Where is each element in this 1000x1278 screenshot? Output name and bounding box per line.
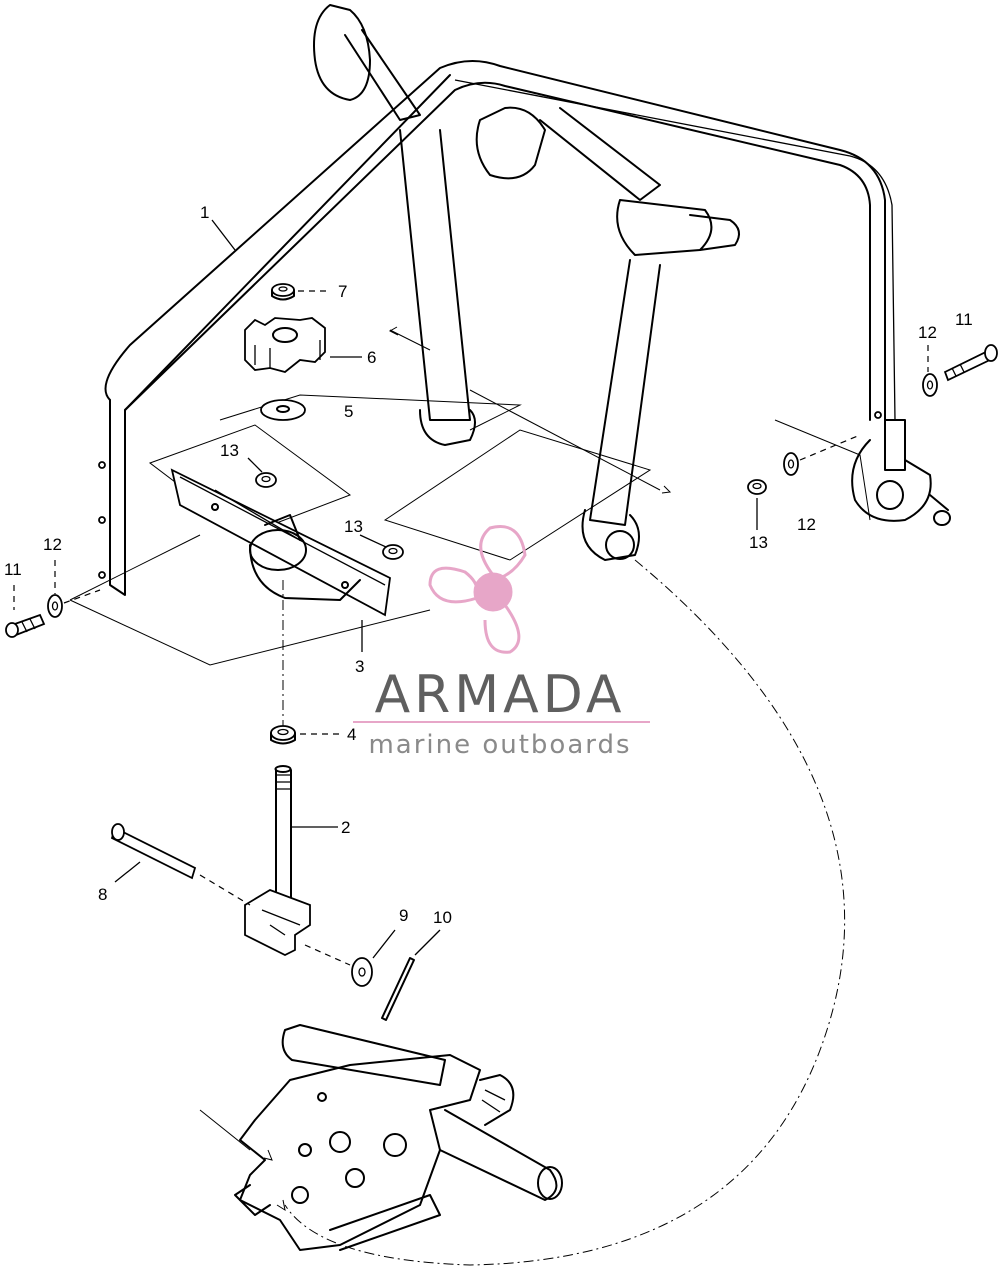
part-10-cotter-pin (381, 957, 415, 1021)
callout-11-right: 11 (955, 310, 973, 329)
callout-2: 2 (341, 818, 350, 837)
part-13-nut-upper (255, 472, 277, 488)
part-7-nut (271, 283, 295, 301)
part-3-friction-plate (170, 468, 391, 617)
watermark: ARMADA marine outboards (353, 525, 650, 760)
part-9-washer (304, 944, 373, 987)
arrow-right-icon (661, 485, 672, 494)
part-13-nut-middle (382, 544, 404, 560)
tiller-frame (98, 60, 906, 596)
lower-lever-assembly (234, 1024, 563, 1251)
linkage-path-arc (284, 559, 846, 1266)
callout-8: 8 (98, 885, 107, 904)
callout-13-middle: 13 (344, 517, 363, 536)
callout-12-left: 12 (43, 535, 62, 554)
callout-leaders (13, 219, 929, 959)
part-12-washer-left (47, 589, 101, 618)
callout-12-right-bottom: 12 (797, 515, 816, 534)
frame-hole (98, 461, 106, 469)
arrow-left-icon (388, 326, 399, 336)
part-6-knob (244, 317, 326, 373)
right-bracket (851, 439, 951, 526)
direction-arrows (388, 326, 672, 494)
callout-4: 4 (347, 725, 356, 744)
callout-12-right-top: 12 (918, 323, 937, 342)
callout-13-upper: 13 (220, 441, 239, 460)
part-11-bolt-left (5, 613, 46, 638)
callout-6: 6 (367, 348, 376, 367)
assembly-guides (69, 329, 871, 1151)
frame-hole (98, 516, 106, 524)
propeller-icon (428, 525, 527, 654)
callout-13-right: 13 (749, 533, 768, 552)
callout-9: 9 (399, 906, 408, 925)
part-5-washer (260, 399, 306, 421)
callout-3: 3 (355, 657, 364, 676)
part-12-washer-right-bottom (783, 434, 861, 476)
part-12-washer-right-top (922, 373, 938, 397)
part-8-pin (110, 823, 251, 906)
watermark-brand-name: ARMADA (375, 665, 626, 725)
part-13-nut-right (747, 479, 767, 495)
upper-handle-assembly (313, 4, 740, 561)
callout-labels: 1 7 6 5 13 13 3 4 2 8 9 10 11 12 11 12 1… (4, 203, 973, 927)
callout-1: 1 (200, 203, 209, 222)
watermark-tagline: marine outboards (368, 730, 631, 760)
callout-10: 10 (433, 908, 452, 927)
frame-hole (98, 571, 106, 579)
arrow-icon (263, 1149, 273, 1161)
part-2-rod-clevis (244, 765, 311, 957)
part-4-nut (270, 725, 296, 745)
callout-11-left: 11 (4, 560, 22, 579)
frame-hole (874, 411, 882, 419)
callout-5: 5 (344, 402, 353, 421)
callout-7: 7 (338, 282, 347, 301)
arrow-icon (276, 1199, 286, 1212)
part-11-bolt-right (943, 344, 998, 382)
